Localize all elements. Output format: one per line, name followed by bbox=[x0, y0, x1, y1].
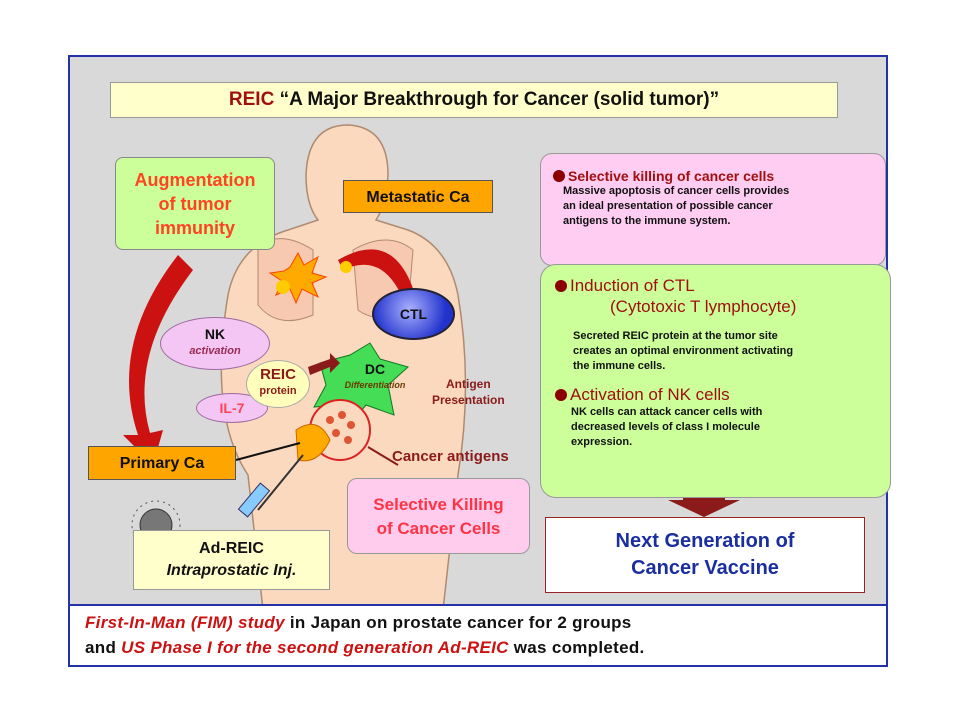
bullet-icon bbox=[553, 170, 565, 182]
metastatic-label: Metastatic Ca bbox=[343, 180, 493, 213]
page-title: REIC “A Major Breakthrough for Cancer (s… bbox=[110, 82, 838, 118]
ctl-subheading: (Cytotoxic T lymphocyte) bbox=[610, 297, 797, 316]
footer-line-1: First-In-Man (FIM) study in Japan on pro… bbox=[85, 613, 632, 632]
footer-line-2: and US Phase I for the second generation… bbox=[85, 638, 645, 657]
selective-killing-text: Massive apoptosis of cancer cells provid… bbox=[563, 185, 790, 227]
metastasis-dot bbox=[340, 261, 352, 273]
primary-label: Primary Ca bbox=[88, 446, 236, 480]
nk-text: NK cells can attack cancer cells with de… bbox=[571, 406, 763, 448]
nk-heading: Activation of NK cells bbox=[555, 384, 880, 405]
selective-killing-panel: Selective killing of cancer cells Massiv… bbox=[540, 153, 886, 266]
bullet-icon bbox=[555, 280, 567, 292]
immune-panel: Induction of CTL (Cytotoxic T lymphocyte… bbox=[540, 264, 891, 498]
augmentation-box: Augmentation of tumor immunity bbox=[115, 157, 275, 250]
prostate-tumor bbox=[295, 423, 331, 462]
ctl-ellipse: CTL bbox=[372, 288, 455, 340]
ctl-text: Secreted REIC protein at the tumor site … bbox=[573, 330, 794, 372]
cancer-antigens-pointer-line bbox=[367, 446, 399, 466]
syringe-icon bbox=[237, 454, 304, 518]
ctl-heading: Induction of CTL bbox=[555, 275, 880, 296]
selective-killing-heading: Selective killing of cancer cells bbox=[553, 168, 875, 184]
bullet-icon bbox=[555, 389, 567, 401]
arrow-reic-to-dc bbox=[308, 353, 340, 375]
cancer-antigens-label: Cancer antigens bbox=[392, 448, 509, 465]
primary-ca-pointer-line bbox=[235, 442, 301, 461]
red-arrow-left bbox=[123, 255, 193, 465]
footer-banner: First-In-Man (FIM) study in Japan on pro… bbox=[68, 604, 888, 667]
metastasis-dot bbox=[276, 280, 290, 294]
